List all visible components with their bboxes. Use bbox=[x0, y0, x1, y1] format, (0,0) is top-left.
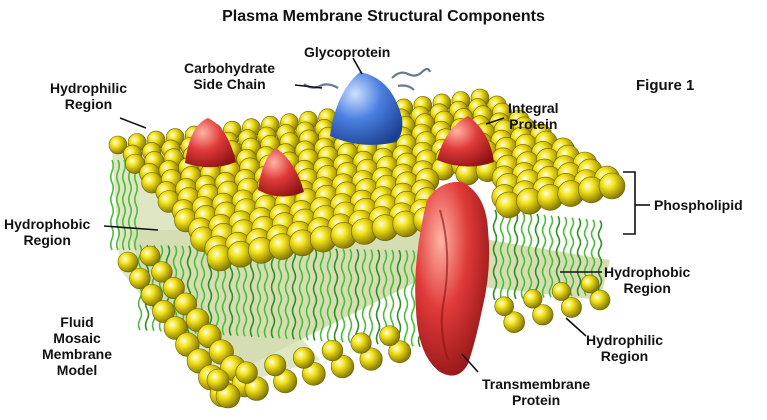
lipid-head bbox=[552, 282, 570, 300]
lipid-head bbox=[523, 289, 542, 308]
label-carbohydrate-line1: Carbohydrate bbox=[184, 60, 275, 76]
lipid-tail bbox=[111, 160, 114, 250]
label-hydrophilic-bottom: Hydrophilic Region bbox=[586, 332, 663, 364]
label-integral-protein: Integral Protein bbox=[508, 100, 559, 132]
label-hydrophobic-left: Hydrophobic Region bbox=[4, 216, 90, 248]
label-hydrophilic-bottom-line1: Hydrophilic bbox=[586, 332, 663, 348]
lipid-head bbox=[322, 340, 343, 361]
label-fluid-line4: Model bbox=[42, 362, 112, 378]
label-fluid-mosaic-model: Fluid Mosaic Membrane Model bbox=[42, 314, 112, 378]
label-glycoprotein: Glycoprotein bbox=[304, 44, 390, 60]
label-integral-line2: Protein bbox=[508, 116, 559, 132]
label-transmembrane-line2: Protein bbox=[482, 392, 590, 408]
label-hydrophobic-left-line1: Hydrophobic bbox=[4, 216, 90, 232]
lipid-head bbox=[236, 362, 258, 384]
label-integral-line1: Integral bbox=[508, 100, 559, 116]
label-hydrophilic-bottom-line2: Region bbox=[586, 348, 663, 364]
lipid-head bbox=[351, 333, 371, 353]
lipid-head bbox=[207, 369, 229, 391]
label-fluid-line1: Fluid bbox=[42, 314, 112, 330]
label-fluid-line2: Mosaic bbox=[42, 330, 112, 346]
lipid-head bbox=[118, 252, 138, 272]
glycoprotein-shape bbox=[330, 72, 402, 145]
figure-label: Figure 1 bbox=[636, 77, 694, 94]
label-carbohydrate-side-chain: Carbohydrate Side Chain bbox=[184, 60, 275, 92]
lipid-head bbox=[380, 326, 400, 346]
label-transmembrane-line1: Transmembrane bbox=[482, 376, 590, 392]
label-phospholipid: Phospholipid bbox=[654, 197, 743, 213]
label-hydrophilic-top-line2: Region bbox=[50, 96, 127, 112]
label-hydrophobic-right: Hydrophobic Region bbox=[604, 264, 690, 296]
lipid-head bbox=[495, 297, 514, 316]
lipid-head bbox=[265, 355, 286, 376]
transmembrane-protein bbox=[415, 182, 489, 376]
lipid-head bbox=[581, 275, 599, 293]
label-fluid-line3: Membrane bbox=[42, 346, 112, 362]
lipid-head bbox=[293, 347, 314, 368]
label-hydrophobic-right-line2: Region bbox=[604, 280, 690, 296]
diagram-title: Plasma Membrane Structural Components bbox=[0, 8, 767, 26]
label-hydrophilic-top: Hydrophilic Region bbox=[50, 80, 127, 112]
label-hydrophilic-top-line1: Hydrophilic bbox=[50, 80, 127, 96]
label-hydrophobic-left-line2: Region bbox=[4, 232, 90, 248]
label-transmembrane-protein: Transmembrane Protein bbox=[482, 376, 590, 408]
label-hydrophobic-right-line1: Hydrophobic bbox=[604, 264, 690, 280]
label-carbohydrate-line2: Side Chain bbox=[184, 76, 275, 92]
lipid-head bbox=[599, 173, 625, 199]
